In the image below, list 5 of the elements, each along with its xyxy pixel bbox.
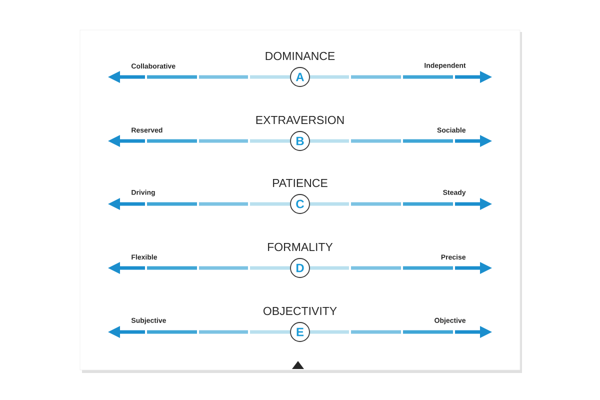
scale-title: EXTRAVERSION xyxy=(256,116,344,124)
scale-title: PATIENCE xyxy=(273,178,328,188)
scale-title: OBJECTIVITY xyxy=(264,306,337,316)
scale-title: DOMINANCE xyxy=(266,52,335,60)
scale-title: FORMALITY xyxy=(268,242,333,252)
